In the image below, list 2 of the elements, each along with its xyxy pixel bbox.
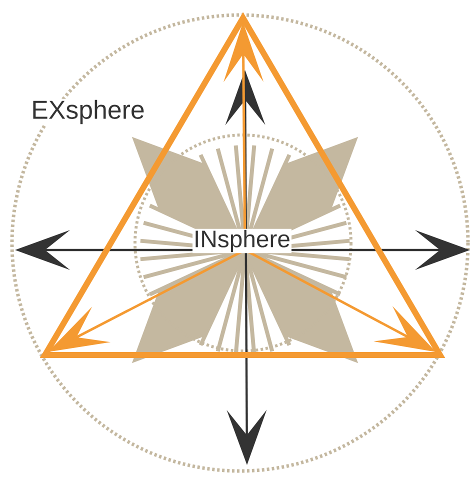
sphere-label: EXsphere [30, 98, 146, 126]
sphere-label: INsphere [192, 228, 292, 254]
